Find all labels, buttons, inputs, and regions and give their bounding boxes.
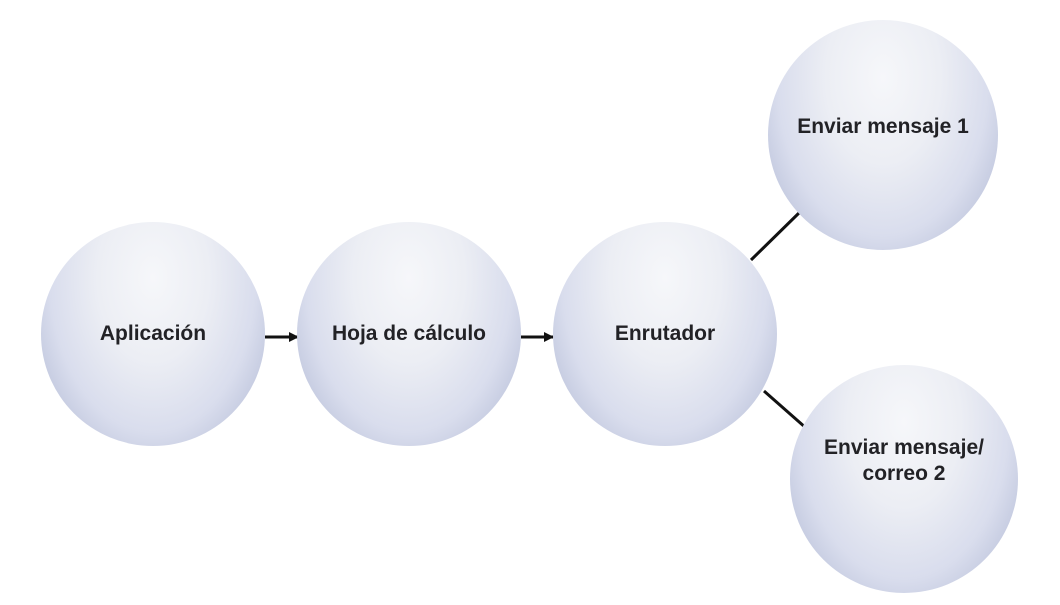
node-label: Enviar mensaje/ correo 2: [824, 435, 984, 485]
node-enviar-mensaje-correo-2: Enviar mensaje/ correo 2: [790, 365, 1018, 593]
node-enrutador: Enrutador: [553, 222, 777, 446]
line-router-to-msg2: [763, 389, 807, 430]
node-aplicacion: Aplicación: [41, 222, 265, 446]
node-label: Enrutador: [614, 321, 716, 345]
node-label: Aplicación: [99, 321, 207, 345]
line-router-to-msg1: [749, 209, 803, 262]
node-label: Hoja de cálculo: [331, 321, 487, 345]
node-hoja-de-calculo: Hoja de cálculo: [297, 222, 521, 446]
node-label: Enviar mensaje 1: [797, 114, 969, 138]
node-enviar-mensaje-1: Enviar mensaje 1: [768, 20, 998, 250]
